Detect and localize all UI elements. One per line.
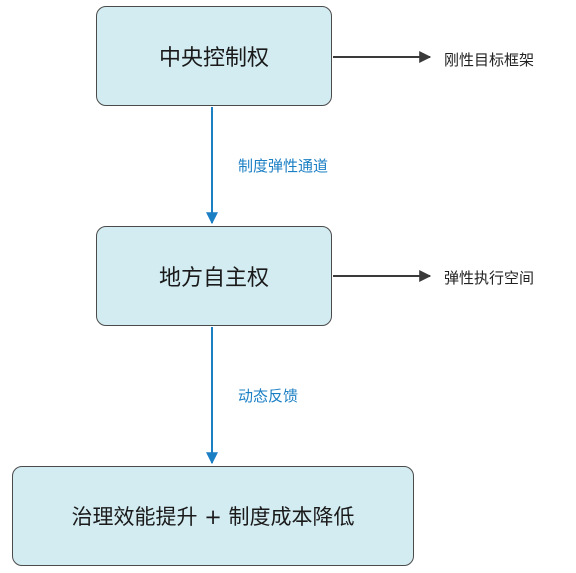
local-autonomy-label: 地方自主权 [158,266,269,291]
elastic-space-label: 弹性执行空间 [444,269,535,287]
outcome-label: 治理效能提升 + 制度成本降低 [71,505,355,529]
outcome-node: 治理效能提升 + 制度成本降低 [12,466,414,566]
central-control-label: 中央控制权 [158,46,269,71]
central-control-node: 中央控制权 [96,6,332,106]
rigid-frame-label: 刚性目标框架 [444,51,535,69]
local-autonomy-node: 地方自主权 [96,226,332,326]
edge-label-dynamic-feedback: 动态反馈 [238,387,299,405]
edge-label-institutional-channel: 制度弹性通道 [238,157,329,175]
